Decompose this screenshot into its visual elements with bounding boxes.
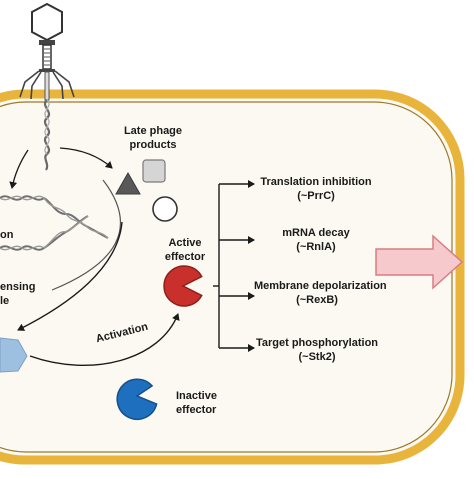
- sensing-line-upper: [51, 179, 121, 291]
- phage-genome-replication: [0, 195, 109, 251]
- late-phage-products-label: Late phage products: [123, 125, 183, 151]
- active-effector-icon: [163, 265, 203, 307]
- sensing-arrow: [17, 221, 123, 331]
- outcome-translation-inhibition: Translation inhibition (~PrrC): [260, 176, 372, 202]
- arrow-to-dna-left: [9, 149, 29, 189]
- cell-membrane: [0, 101, 453, 453]
- inactive-effector-label: Inactive effector: [176, 390, 217, 416]
- cell-wall: [0, 89, 465, 465]
- outcome-membrane-depolarization: Membrane depolarization (~RexB): [254, 280, 387, 306]
- partial-label-sensing-module: ensing le: [0, 281, 36, 307]
- phage-icon: [19, 2, 75, 101]
- outcome-target-phosphorylation: Target phosphorylation (~Stk2): [255, 337, 379, 363]
- sensing-module: [0, 337, 28, 373]
- late-product-circle: [152, 196, 178, 222]
- inactive-effector-icon: [116, 378, 158, 420]
- late-product-square: [142, 159, 166, 183]
- outcome-mrna-decay: mRNA decay (~RnlA): [282, 227, 350, 253]
- partial-label-on: on: [0, 229, 14, 241]
- output-arrow: [375, 234, 464, 290]
- arrow-to-late-products: [59, 147, 113, 169]
- outcome-bracket: [213, 180, 255, 352]
- activation-arrow: [29, 313, 180, 367]
- active-effector-label: Active effector: [164, 237, 206, 263]
- late-product-triangle: [115, 171, 141, 195]
